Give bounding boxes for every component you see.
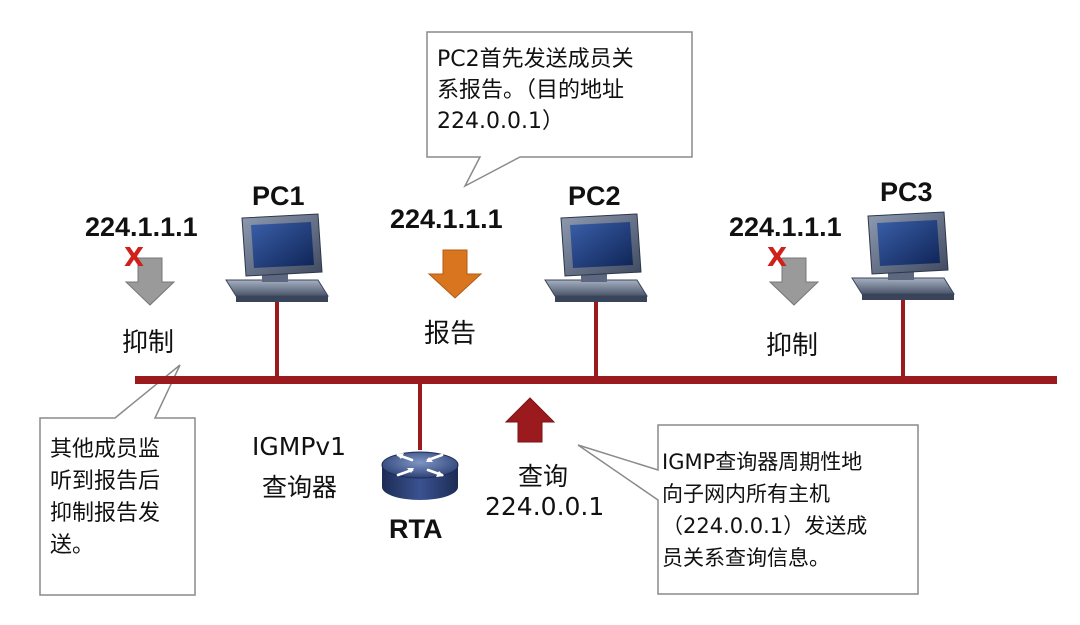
callout-left-line: 送。 — [50, 533, 95, 558]
pc3-action-label: 抑制 — [766, 331, 819, 361]
pc1-x-mark-icon: X — [124, 243, 145, 273]
pc3-x-mark-icon: X — [767, 243, 788, 273]
router-icon — [381, 451, 459, 500]
pc3-suppress-arrow — [768, 257, 820, 306]
callout-left-box — [39, 364, 196, 596]
pc2-label: PC2 — [568, 181, 621, 211]
router-name: RTA — [389, 514, 443, 544]
callout-top-line: PC2首先发送成员关 — [437, 47, 634, 72]
network-bus — [135, 376, 1057, 384]
callout-left-line: 其他成员监 — [50, 437, 161, 462]
callout-top-box — [426, 31, 693, 188]
callout-left-text: 其他成员监 听到报告后 抑制报告发 送。 — [50, 434, 160, 562]
callout-right-line: IGMP查询器周期性地 — [662, 450, 863, 474]
callout-top-text: PC2首先发送成员关 系报告。（目的地址 224.0.0.1） — [437, 44, 634, 137]
pc2-action-label: 报告 — [424, 319, 477, 349]
query-label: 查询 — [518, 462, 569, 491]
pc2-computer-icon — [544, 213, 648, 302]
callout-right-line: 向子网内所有主机 — [662, 482, 830, 506]
pc1-suppress-arrow — [124, 257, 176, 306]
router-role-line2: 查询器 — [262, 473, 338, 502]
callout-left-line: 听到报告后 — [50, 469, 161, 494]
callout-right-text: IGMP查询器周期性地 向子网内所有主机 （224.0.0.1）发送成 员关系查… — [662, 446, 867, 574]
callout-right-line: 员关系查询信息。 — [662, 546, 830, 570]
pc1-group-address: 224.1.1.1 — [85, 212, 198, 242]
pc3-computer-icon — [851, 211, 955, 300]
pc2-report-arrow — [427, 249, 483, 299]
pc3-group-address: 224.1.1.1 — [729, 212, 842, 242]
query-address: 224.0.0.1 — [485, 492, 605, 521]
pc1-computer-icon — [225, 213, 329, 302]
pc1-action-label: 抑制 — [122, 328, 175, 358]
callout-top-line: 224.0.0.1） — [437, 109, 564, 134]
callout-top-line: 系报告。（目的地址 — [437, 78, 625, 103]
pc3-label: PC3 — [880, 177, 933, 207]
callout-left-line: 抑制报告发 — [50, 501, 161, 526]
callout-right-line: （224.0.0.1）发送成 — [662, 514, 868, 538]
router-role-line1: IGMPv1 — [252, 432, 347, 461]
query-arrow — [504, 397, 556, 443]
callout-right-box — [577, 424, 919, 595]
pc1-label: PC1 — [252, 181, 305, 211]
pc2-group-address: 224.1.1.1 — [390, 204, 503, 234]
